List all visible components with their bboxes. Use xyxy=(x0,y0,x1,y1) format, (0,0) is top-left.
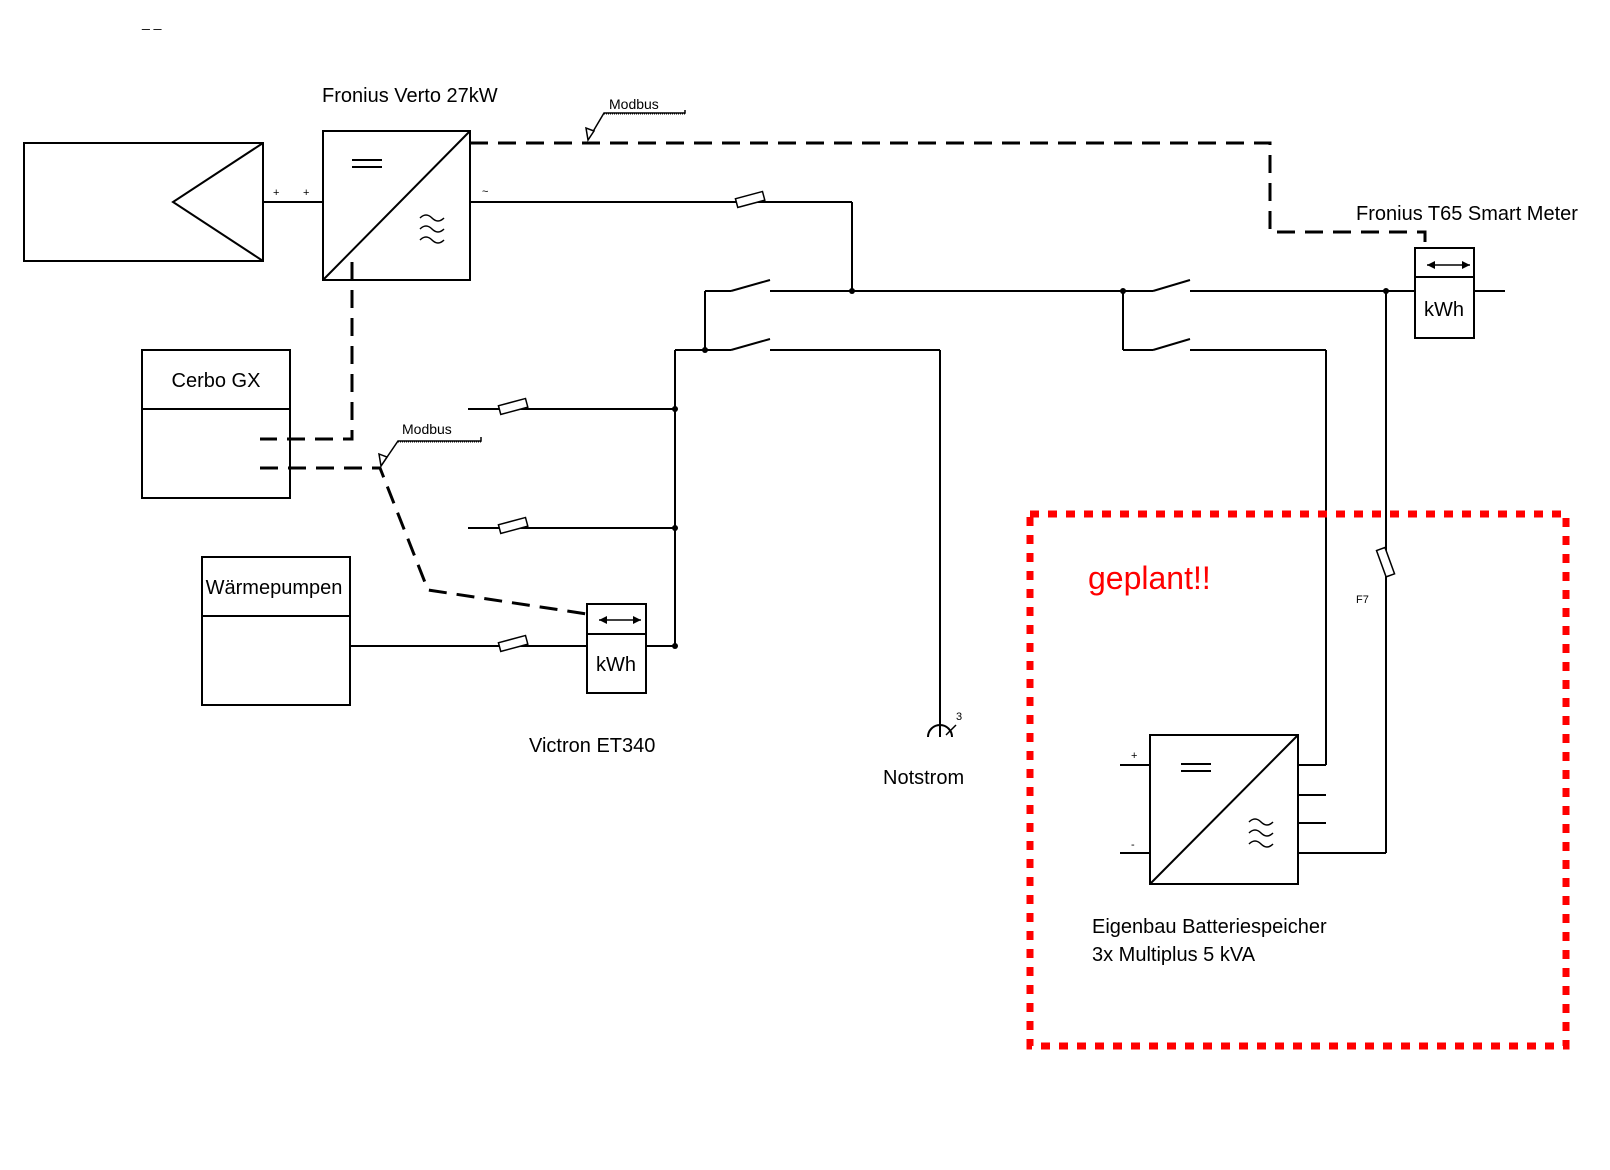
corner-mark: _ _ xyxy=(141,14,162,30)
pv-module xyxy=(23,142,264,262)
inverter-plus-label: + xyxy=(303,187,309,199)
fuse-feeder-1 xyxy=(497,397,529,416)
battery-label-1: Eigenbau Batteriespeicher xyxy=(1092,916,1327,938)
modbus-line-top xyxy=(470,141,1427,248)
fuse-heatpumps xyxy=(497,634,529,653)
battery-plus-label: + xyxy=(1131,750,1137,762)
heatpumps-label: Wärmepumpen xyxy=(206,577,343,599)
smart-meter-label: Fronius T65 Smart Meter xyxy=(1356,203,1578,225)
planned-area xyxy=(1026,510,1570,1050)
heatpumps-box xyxy=(201,556,351,706)
notstrom-socket-icon xyxy=(927,724,957,738)
switch-group-left xyxy=(675,279,940,353)
modbus-line-inverter xyxy=(260,262,354,441)
smart-meter-unit: kWh xyxy=(1424,299,1464,321)
fuse-feeder-2 xyxy=(497,516,529,535)
inverter-label: Fronius Verto 27kW xyxy=(322,85,498,107)
battery-minus-label: - xyxy=(1131,839,1135,851)
battery-inverter xyxy=(1120,734,1326,885)
modbus-line-meter xyxy=(260,466,641,624)
modbus-tag-top xyxy=(585,110,686,142)
fuse-f7 xyxy=(1375,546,1396,578)
smart-meter xyxy=(1414,247,1475,339)
modbus-label-mid: Modbus xyxy=(402,421,452,437)
switch-group-right xyxy=(1122,279,1327,766)
victron-label: Victron ET340 xyxy=(529,735,655,757)
cerbo-label: Cerbo GX xyxy=(172,370,261,392)
planned-label: geplant!! xyxy=(1088,560,1211,596)
notstrom-index: 3 xyxy=(956,711,962,723)
fuse-inverter xyxy=(734,190,766,209)
fuse-f7-label: F7 xyxy=(1356,594,1369,606)
pv-plus-label: + xyxy=(273,187,279,199)
modbus-label-top: Modbus xyxy=(609,96,659,112)
victron-unit: kWh xyxy=(596,654,636,676)
ac-label: ~ xyxy=(482,186,488,198)
cerbo-gx xyxy=(141,349,291,499)
victron-meter xyxy=(586,603,647,694)
notstrom-label: Notstrom xyxy=(883,767,964,789)
inverter-symbol xyxy=(322,130,471,281)
battery-label-2: 3x Multiplus 5 kVA xyxy=(1092,944,1256,966)
modbus-tag-mid xyxy=(378,437,482,468)
